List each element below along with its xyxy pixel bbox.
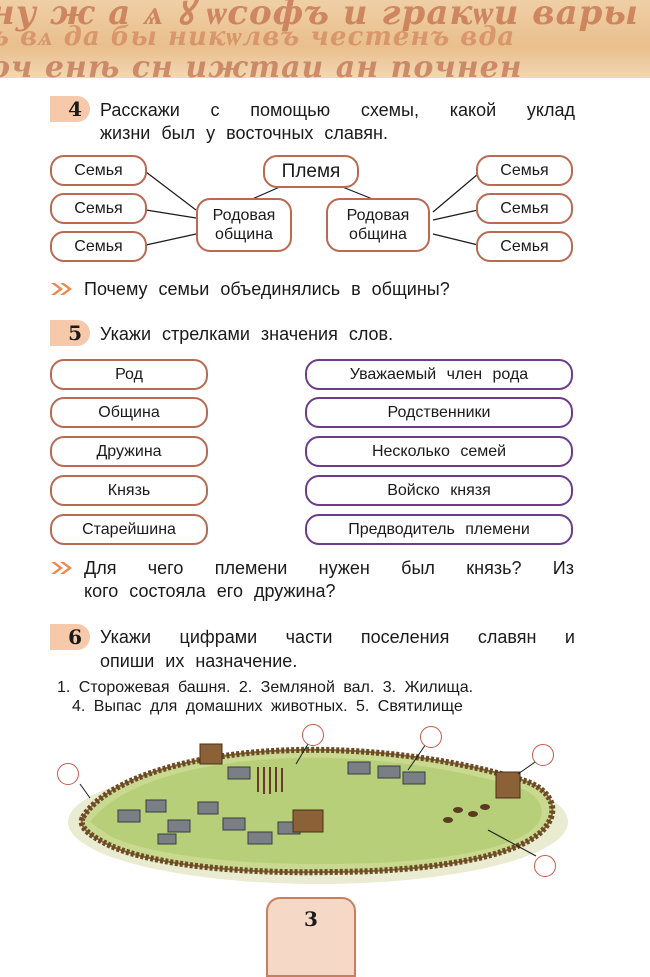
term-box[interactable]: Князь (50, 475, 208, 506)
meaning-box[interactable]: Уважаемый член рода (305, 359, 573, 390)
meaning-box[interactable]: Войско князя (305, 475, 573, 506)
task-number-5: 5 (50, 320, 90, 346)
task6-list-line1: 1. Сторожевая башня. 2. Земляной вал. 3.… (57, 679, 474, 696)
banner-text-line: ъ вѧ да бы никѡлвъ честенъ вда (0, 22, 516, 52)
answer-circle[interactable] (57, 763, 79, 785)
term-box[interactable]: Род (50, 359, 208, 390)
question-marker-icon (51, 283, 72, 295)
task6-list-line2: 4. Выпас для домашних животных. 5. Святи… (72, 698, 463, 715)
task6-text-line2: опиши их назначение. (100, 651, 298, 671)
banner-text-line: оч енѣ сн ижтаи ан почнен (0, 50, 523, 78)
family-box: Семья (476, 155, 573, 186)
task-number-6: 6 (50, 624, 90, 650)
task-number-4: 4 (50, 96, 90, 122)
scheme-connectors (145, 171, 479, 246)
clan-community-box-right: Родовая община (326, 198, 430, 252)
family-box: Семья (476, 231, 573, 262)
banner-text-line: ну ж а ѧ ꙋ ѡсофъ и гракѡи вары та (0, 0, 650, 33)
decorative-banner: ну ж а ѧ ꙋ ѡсофъ и гракѡи вары та ъ вѧ д… (0, 0, 650, 78)
task4-text-line1: Расскажи с помощью схемы, какой уклад (100, 100, 575, 120)
slavic-settlement-illustration (68, 743, 568, 884)
answer-circle[interactable] (302, 724, 324, 746)
task4-question: Почему семьи объединялись в общины? (84, 279, 450, 299)
family-box: Семья (50, 193, 147, 224)
task5-text: Укажи стрелками значения слов. (100, 324, 394, 344)
answer-circle[interactable] (534, 855, 556, 877)
task5-question-line1: Для чего племени нужен был князь? Из (84, 558, 574, 578)
meaning-box[interactable]: Несколько семей (305, 436, 573, 467)
task4-text-line2: жизни был у восточных славян. (100, 123, 388, 143)
question-marker-icon (51, 562, 72, 574)
family-box: Семья (50, 155, 147, 186)
family-box: Семья (50, 231, 147, 262)
term-box[interactable]: Дружина (50, 436, 208, 467)
task6-text-line1: Укажи цифрами части поселения славян и (100, 627, 575, 647)
clan-community-box-left: Родовая община (196, 198, 292, 252)
family-box: Семья (476, 193, 573, 224)
term-box[interactable]: Старейшина (50, 514, 208, 545)
answer-circle[interactable] (532, 744, 554, 766)
meaning-box[interactable]: Предводитель племени (305, 514, 573, 545)
tribe-box: Племя (263, 155, 359, 188)
meaning-box[interactable]: Родственники (305, 397, 573, 428)
term-box[interactable]: Община (50, 397, 208, 428)
page-number: 3 (266, 897, 356, 977)
task5-question-line2: кого состояла его дружина? (84, 581, 336, 601)
answer-circle[interactable] (420, 726, 442, 748)
